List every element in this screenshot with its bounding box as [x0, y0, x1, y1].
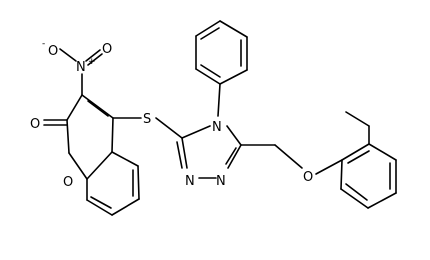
nitro-oxygen-label: O [102, 42, 112, 57]
triazole-ring [176, 125, 242, 179]
triazole-n1-label: N [185, 174, 195, 189]
sulfur-label: S [143, 112, 151, 127]
thioether-link [112, 117, 183, 139]
triazole-n2-label: N [216, 174, 226, 189]
nitro-minus-charge: - [42, 39, 45, 49]
nitro-nitrogen-label: N [76, 60, 86, 75]
n-phenyl-ring [195, 20, 248, 117]
nitro-oxygen-minus-label: O [48, 44, 58, 59]
nitro-group [59, 48, 103, 96]
ether-oxygen-label: O [303, 170, 313, 185]
coumarin-core [43, 94, 140, 216]
o-tolyl-ring [340, 111, 397, 209]
nitro-plus-charge: + [88, 57, 96, 67]
carbonyl-oxygen-label: O [30, 117, 40, 132]
methyleneoxy-link [240, 144, 343, 175]
triazole-n4-label: N [212, 120, 222, 135]
ring-oxygen-label: O [63, 175, 73, 190]
